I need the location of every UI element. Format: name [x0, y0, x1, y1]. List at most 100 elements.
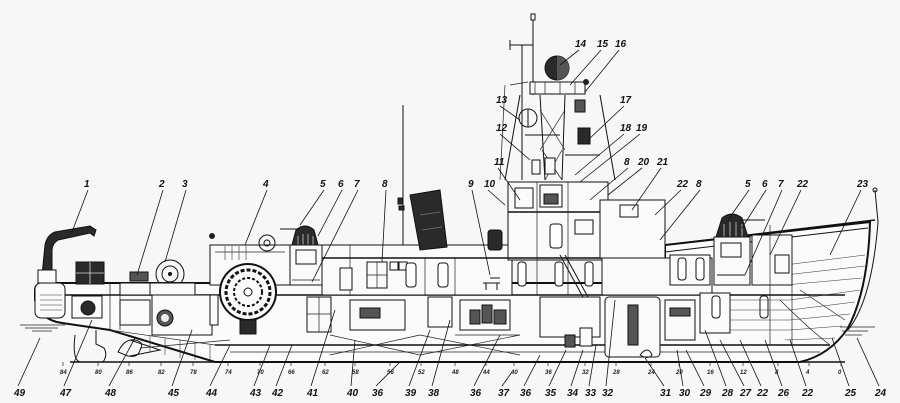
frame-number: 56 — [387, 370, 394, 376]
leader-line — [71, 189, 89, 233]
callout-label: 5 — [745, 179, 751, 190]
leader-line — [171, 329, 193, 387]
callout-label: 22 — [796, 179, 809, 190]
frame-number: 70 — [257, 370, 264, 376]
leader-line — [523, 354, 541, 387]
leader-line — [719, 339, 745, 387]
leader-line — [744, 189, 783, 276]
leader-line — [499, 133, 531, 161]
leader-line — [727, 189, 750, 221]
leader-line — [589, 167, 629, 201]
frame-number: 28 — [612, 370, 620, 376]
leader-line — [764, 339, 783, 387]
frame-number: 78 — [190, 370, 197, 376]
leader-line — [311, 189, 359, 283]
leader-line — [769, 189, 802, 256]
callout-leader-lines — [17, 49, 880, 387]
callout-label: 14 — [575, 39, 587, 50]
leader-line — [856, 337, 880, 387]
bow-waterline — [840, 326, 875, 336]
callout-label: 13 — [496, 95, 508, 106]
leader-line — [574, 133, 625, 176]
leader-line — [584, 49, 620, 93]
callout-label: 12 — [496, 123, 508, 134]
leader-line — [63, 319, 93, 387]
frame-number: 4 — [805, 370, 810, 376]
callout-label: 2 — [158, 179, 165, 190]
frame-number: 32 — [582, 370, 589, 376]
leader-line — [497, 167, 521, 201]
callout-label: 37 — [498, 388, 510, 399]
leader-line — [631, 167, 662, 211]
frame-number: 62 — [322, 370, 329, 376]
leader-line — [570, 349, 584, 387]
leader-line — [136, 189, 164, 276]
callout-label: 39 — [405, 388, 417, 399]
callout-label: 5 — [320, 179, 326, 190]
frame-number: 20 — [675, 370, 683, 376]
callout-label: 22 — [676, 179, 689, 190]
callout-label: 49 — [13, 388, 26, 399]
callout-label: 40 — [346, 388, 359, 399]
callout-label: 19 — [636, 123, 648, 134]
callout-label: 9 — [468, 179, 474, 190]
callout-label: 36 — [520, 388, 532, 399]
leader-line — [829, 189, 862, 256]
callout-label: 41 — [306, 388, 319, 399]
frame-number: 36 — [545, 370, 552, 376]
leader-line — [209, 344, 231, 387]
callout-label: 7 — [778, 179, 784, 190]
leader-line — [569, 49, 602, 86]
callout-label: 27 — [739, 388, 752, 399]
callout-label: 42 — [271, 388, 284, 399]
callout-label: 21 — [656, 157, 669, 168]
callout-label: 33 — [585, 388, 597, 399]
callout-label: 7 — [354, 179, 360, 190]
leader-line — [350, 339, 356, 387]
leader-line — [408, 329, 431, 387]
callout-label: 43 — [249, 388, 262, 399]
crane — [41, 225, 97, 276]
midship-superstructure — [306, 105, 521, 356]
leader-line — [253, 344, 271, 387]
callout-label: 31 — [660, 388, 672, 399]
stern-equipment — [34, 225, 213, 336]
callout-label: 26 — [777, 388, 790, 399]
frame-number: 80 — [95, 370, 102, 376]
callout-label: 16 — [615, 39, 627, 50]
leader-line — [548, 349, 567, 387]
callout-label: 28 — [721, 388, 734, 399]
leader-line — [108, 337, 136, 387]
callout-label: 18 — [620, 123, 632, 134]
frame-number: 74 — [225, 370, 232, 376]
callout-label: 34 — [567, 388, 579, 399]
frame-number: 12 — [740, 370, 747, 376]
callout-label: 20 — [637, 157, 650, 168]
frame-number: 40 — [510, 370, 518, 376]
callout-label: 44 — [205, 388, 218, 399]
leader-line — [605, 299, 616, 387]
leader-line — [431, 319, 451, 387]
leader-line — [704, 329, 727, 387]
leader-line — [275, 344, 293, 387]
frame-number: 44 — [482, 370, 490, 376]
callout-label: 8 — [624, 157, 630, 168]
callout-label: 1 — [84, 179, 90, 190]
callout-label: 3 — [182, 179, 188, 190]
leader-line — [579, 133, 641, 183]
frame-number: 24 — [647, 370, 655, 376]
callout-label: 8 — [382, 179, 388, 190]
frame-number: 66 — [288, 370, 295, 376]
callout-label: 32 — [602, 388, 614, 399]
leader-line — [381, 189, 387, 263]
frame-number: 0 — [838, 370, 842, 376]
callout-label: 45 — [167, 388, 180, 399]
leader-line — [831, 337, 850, 387]
leader-line — [471, 189, 491, 276]
leader-line — [164, 189, 187, 263]
leader-line — [310, 309, 336, 387]
